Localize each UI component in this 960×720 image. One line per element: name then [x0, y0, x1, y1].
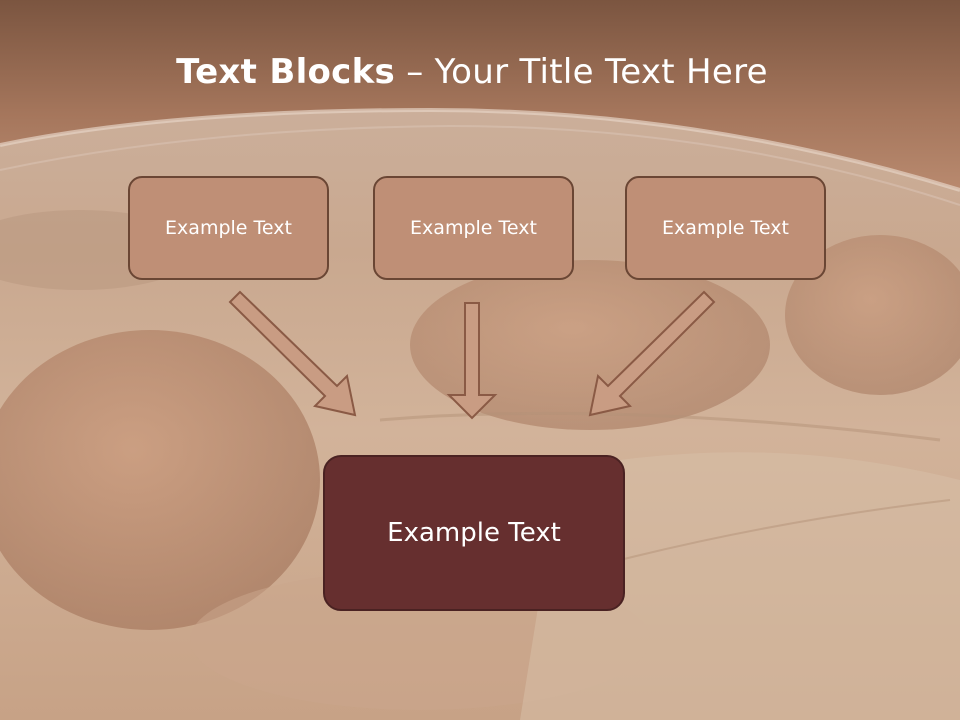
- text-block-left: Example Text: [128, 176, 329, 280]
- text-block-center-label: Example Text: [410, 217, 537, 239]
- arrow-right: [588, 290, 716, 417]
- text-block-bottom-label: Example Text: [387, 518, 561, 548]
- text-block-right: Example Text: [625, 176, 826, 280]
- arrow-left: [228, 290, 357, 417]
- text-block-right-label: Example Text: [662, 217, 789, 239]
- text-block-center: Example Text: [373, 176, 574, 280]
- title-rest: Your Title Text Here: [434, 52, 768, 92]
- title-separator: –: [395, 52, 435, 92]
- text-block-bottom: Example Text: [323, 455, 625, 611]
- arrow-center: [446, 302, 498, 420]
- title-bold: Text Blocks: [176, 52, 396, 92]
- text-block-left-label: Example Text: [165, 217, 292, 239]
- slide-title: Text Blocks – Your Title Text Here: [0, 52, 944, 92]
